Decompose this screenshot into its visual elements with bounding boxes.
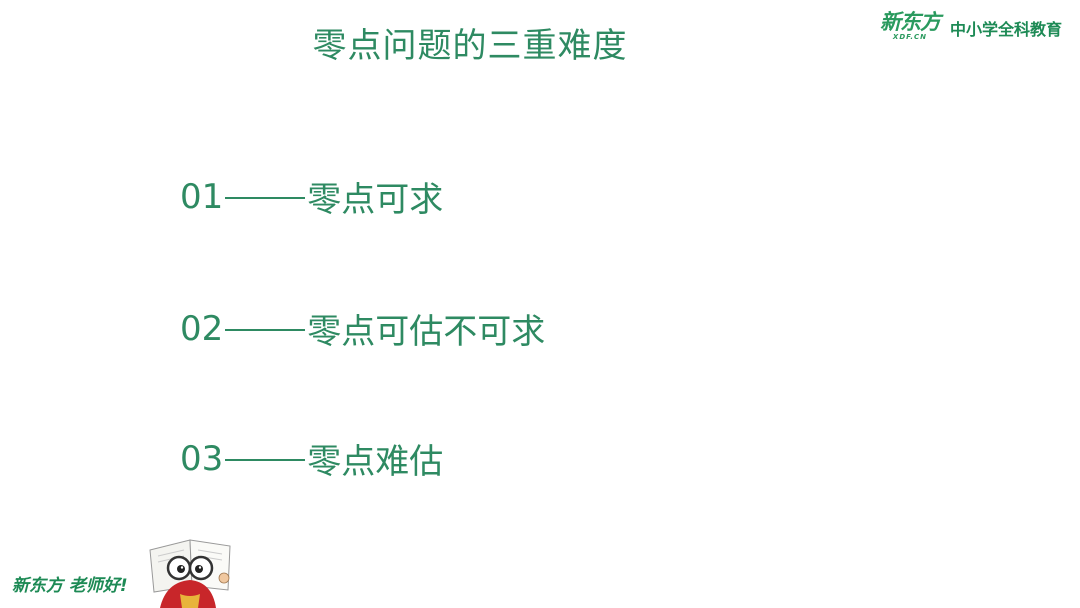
brand-header: 新东方 XDF.CN 中小学全科教育 <box>880 12 1062 41</box>
logo-text: 新东方 <box>879 10 941 34</box>
list-item: 01 零点可求 <box>180 172 443 221</box>
dash-separator <box>225 458 306 461</box>
item-number: 03 <box>180 438 224 479</box>
item-text: 零点难估 <box>307 442 444 482</box>
mascot-reading-icon <box>149 539 231 608</box>
item-number: 01 <box>180 176 224 217</box>
logo-domain: XDF.CN <box>892 33 928 41</box>
slide-title: 零点问题的三重难度 <box>312 26 628 66</box>
list-item: 03 零点难估 <box>180 434 443 483</box>
brand-subtitle: 中小学全科教育 <box>949 20 1062 39</box>
item-number: 02 <box>180 308 224 349</box>
footer-slogan: 新东方 老师好! <box>12 576 128 596</box>
list-item: 02 零点可估不可求 <box>180 304 545 353</box>
dash-separator <box>225 196 306 199</box>
xdf-logo: 新东方 XDF.CN <box>879 10 941 41</box>
item-text: 零点可估不可求 <box>307 312 546 352</box>
item-text: 零点可求 <box>307 180 444 220</box>
dash-separator <box>225 328 306 331</box>
